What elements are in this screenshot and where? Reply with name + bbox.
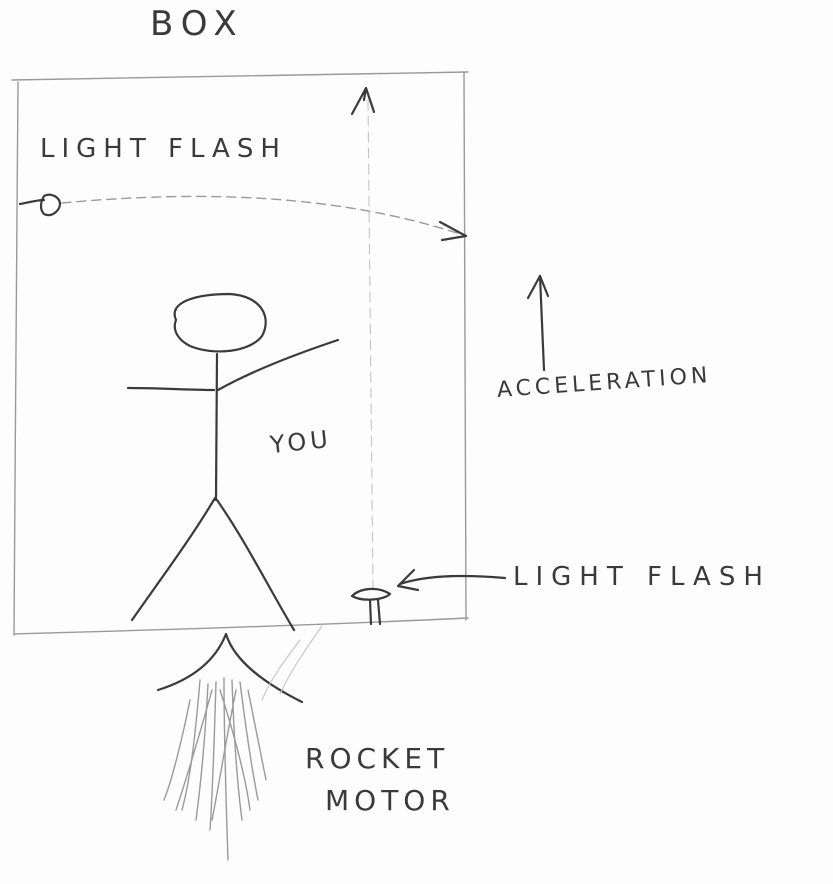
vertical-light-path (350, 86, 376, 591)
acceleration-arrow (526, 274, 550, 372)
horizontal-light-path (61, 195, 468, 242)
flashlight-bottom-icon (350, 587, 392, 626)
light-flash-top-label: LIGHT FLASH (40, 134, 287, 164)
pointer-arrow (396, 568, 507, 592)
rocket-label: ROCKET (305, 742, 450, 775)
motor-label: MOTOR (325, 784, 455, 817)
stick-figure (126, 292, 340, 632)
rocket-exhaust (163, 625, 323, 861)
rocket-nozzle (156, 632, 304, 704)
light-flash-bottom-label: LIGHT FLASH (513, 562, 771, 592)
box-outline (11, 71, 469, 636)
flashlight-top-icon (18, 193, 62, 217)
box-label: BOX (150, 4, 245, 44)
